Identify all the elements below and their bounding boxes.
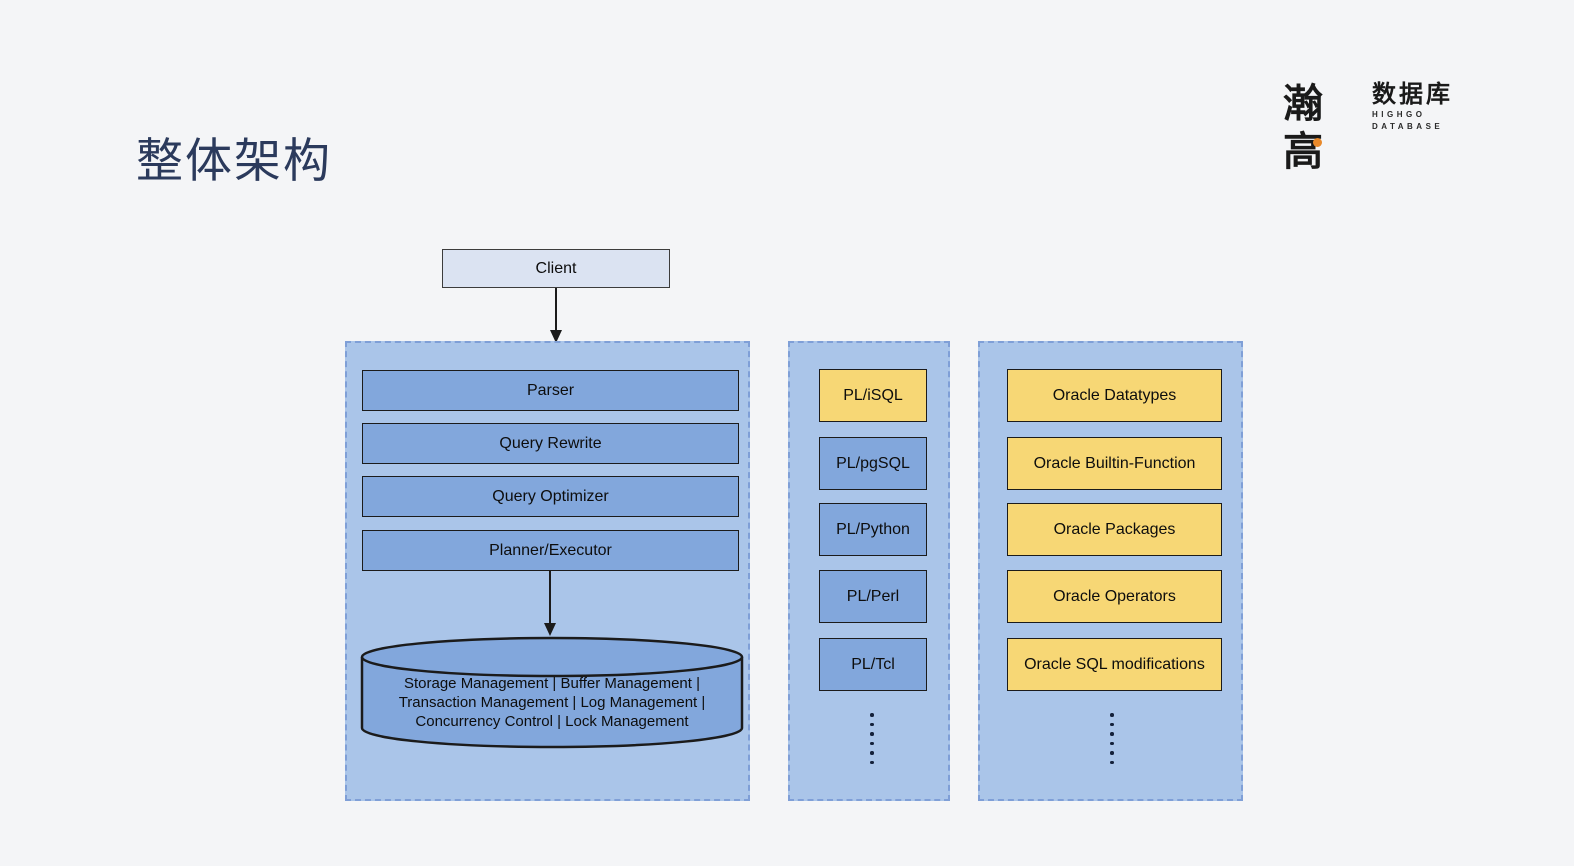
diagram-node-oracle-packages: Oracle Packages (1007, 503, 1222, 556)
oracle-sql-modifications-label: Oracle SQL modifications (1024, 655, 1205, 673)
diagram-node-pl-pgsql: PL/pgSQL (819, 437, 927, 490)
diagram-node-query-optimizer: Query Optimizer (362, 476, 739, 517)
pl-isql-label: PL/iSQL (843, 386, 903, 404)
parser-label: Parser (526, 381, 575, 399)
pl-python-label: PL/Python (836, 520, 910, 538)
more-items-ellipsis-icon (1110, 713, 1114, 764)
query-optimizer-label: Query Optimizer (492, 487, 609, 505)
logo-accent-dot-icon (1313, 138, 1322, 147)
diagram-node-pl-perl: PL/Perl (819, 570, 927, 623)
highgo-logo-mark: 瀚高 (1283, 80, 1364, 176)
more-items-ellipsis-icon (870, 713, 874, 764)
logo-en-line2: DATABASE (1372, 122, 1444, 131)
arrow-executor-to-storage-icon (544, 571, 556, 636)
cylinder-line-2: Transaction Management | Log Management … (398, 694, 706, 711)
pl-pgsql-label: PL/pgSQL (836, 454, 910, 472)
logo-mark-text: 瀚高 (1283, 81, 1325, 175)
arrow-client-to-engine-icon (550, 288, 562, 343)
logo-wordmark: 数据库 HIGHGO DATABASE (1372, 82, 1453, 132)
panel-procedural-languages: PL/iSQL PL/pgSQL PL/Python PL/Perl PL/Tc… (788, 341, 950, 801)
cylinder-line-1: Storage Management | Buffer Management | (403, 675, 701, 692)
pl-perl-label: PL/Perl (846, 587, 900, 605)
diagram-node-storage-cylinder: Storage Management | Buffer Management |… (360, 636, 744, 752)
diagram-node-client: Client (442, 249, 670, 288)
diagram-node-query-rewrite: Query Rewrite (362, 423, 739, 464)
panel-oracle-compatibility: Oracle Datatypes Oracle Builtin-Function… (978, 341, 1243, 801)
diagram-node-oracle-datatypes: Oracle Datatypes (1007, 369, 1222, 422)
oracle-operators-label: Oracle Operators (1053, 587, 1176, 605)
diagram-node-oracle-operators: Oracle Operators (1007, 570, 1222, 623)
planner-executor-label: Planner/Executor (489, 541, 612, 559)
pl-tcl-label: PL/Tcl (851, 655, 895, 673)
oracle-builtin-function-label: Oracle Builtin-Function (1033, 454, 1196, 472)
diagram-node-oracle-builtin-function: Oracle Builtin-Function (1007, 437, 1222, 490)
diagram-node-pl-tcl: PL/Tcl (819, 638, 927, 691)
oracle-datatypes-label: Oracle Datatypes (1052, 386, 1177, 404)
highgo-logo: 瀚高 数据库 HIGHGO DATABASE (1283, 80, 1453, 176)
diagram-node-parser: Parser (362, 370, 739, 411)
storage-cylinder-text: Storage Management | Buffer Management |… (360, 674, 744, 731)
oracle-packages-label: Oracle Packages (1053, 520, 1176, 538)
diagram-node-oracle-sql-modifications: Oracle SQL modifications (1007, 638, 1222, 691)
cylinder-shape-icon (360, 636, 744, 749)
logo-en-line1: HIGHGO (1372, 110, 1426, 119)
cylinder-line-3: Concurrency Control | Lock Management (415, 713, 689, 730)
client-label: Client (535, 259, 577, 277)
panel-query-engine: Parser Query Rewrite Query Optimizer Pla… (345, 341, 750, 801)
diagram-node-pl-python: PL/Python (819, 503, 927, 556)
query-rewrite-label: Query Rewrite (499, 434, 602, 452)
page-title: 整体架构 (136, 134, 332, 189)
logo-cn-text: 数据库 (1372, 81, 1453, 108)
diagram-node-pl-isql: PL/iSQL (819, 369, 927, 422)
diagram-node-planner-executor: Planner/Executor (362, 530, 739, 571)
